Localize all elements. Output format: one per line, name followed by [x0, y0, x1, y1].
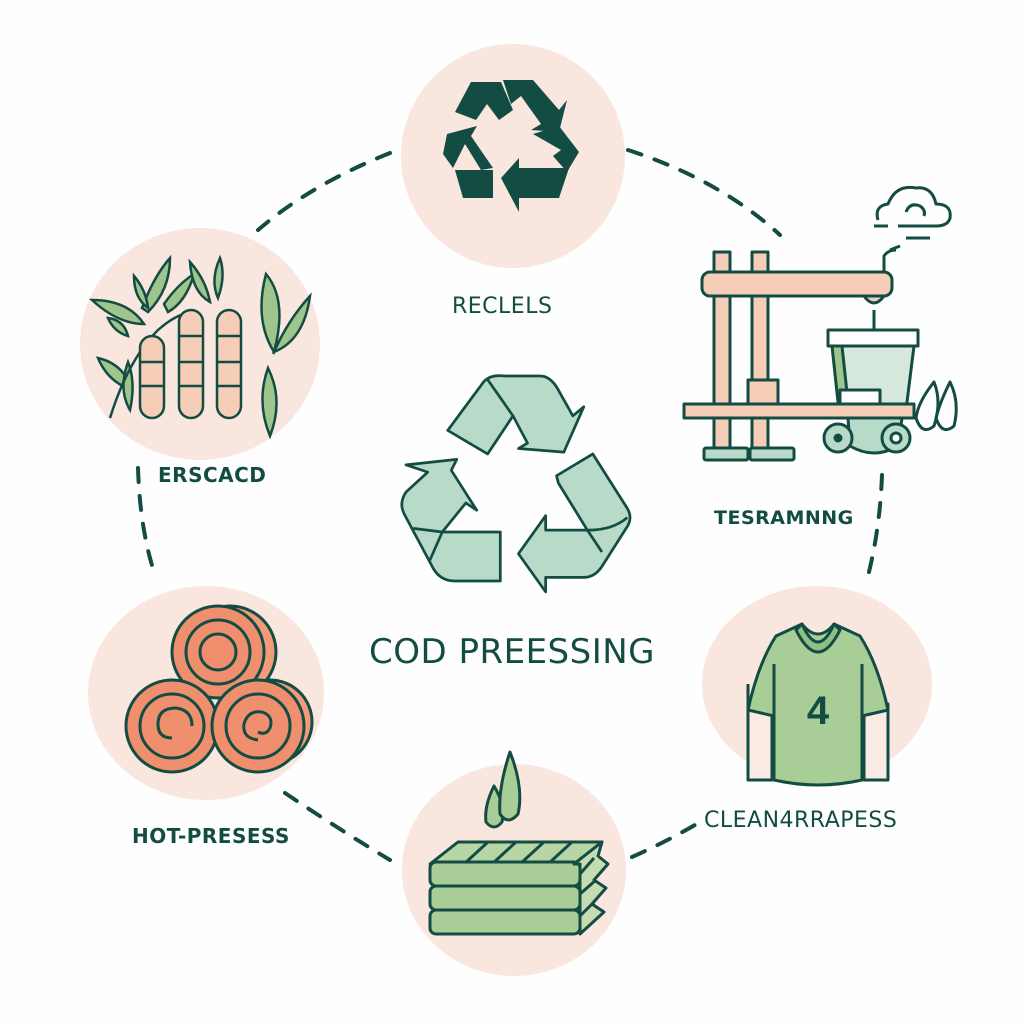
- stacked-boards-icon: [428, 750, 610, 936]
- node-rolls-label: HOT-PRESESS: [132, 824, 290, 848]
- connector-top-right: [626, 148, 782, 237]
- recycle-icon: [443, 80, 579, 212]
- connector-left: [136, 466, 157, 577]
- shirt-number: 4: [807, 689, 830, 733]
- center-recycle-icon: [400, 374, 632, 594]
- press-machine-icon: [682, 185, 958, 462]
- connector-bottom-right: [630, 820, 702, 859]
- connector-bottom-left: [283, 791, 392, 862]
- node-recycle-label: RECLELS: [452, 294, 553, 319]
- connector-right: [865, 473, 884, 582]
- center-title: COD PREESSING: [368, 632, 656, 672]
- shirt-icon: 4: [746, 622, 890, 787]
- node-bamboo-label: ERSCACD: [158, 463, 267, 487]
- node-shirt-label: CLEAN4RRAPESS: [704, 808, 898, 833]
- bamboo-stalks-icon: [88, 254, 312, 440]
- fiber-rolls-icon: [124, 604, 314, 774]
- node-press-label: TESRAMNNG: [714, 507, 854, 529]
- connector-top-left: [256, 151, 392, 232]
